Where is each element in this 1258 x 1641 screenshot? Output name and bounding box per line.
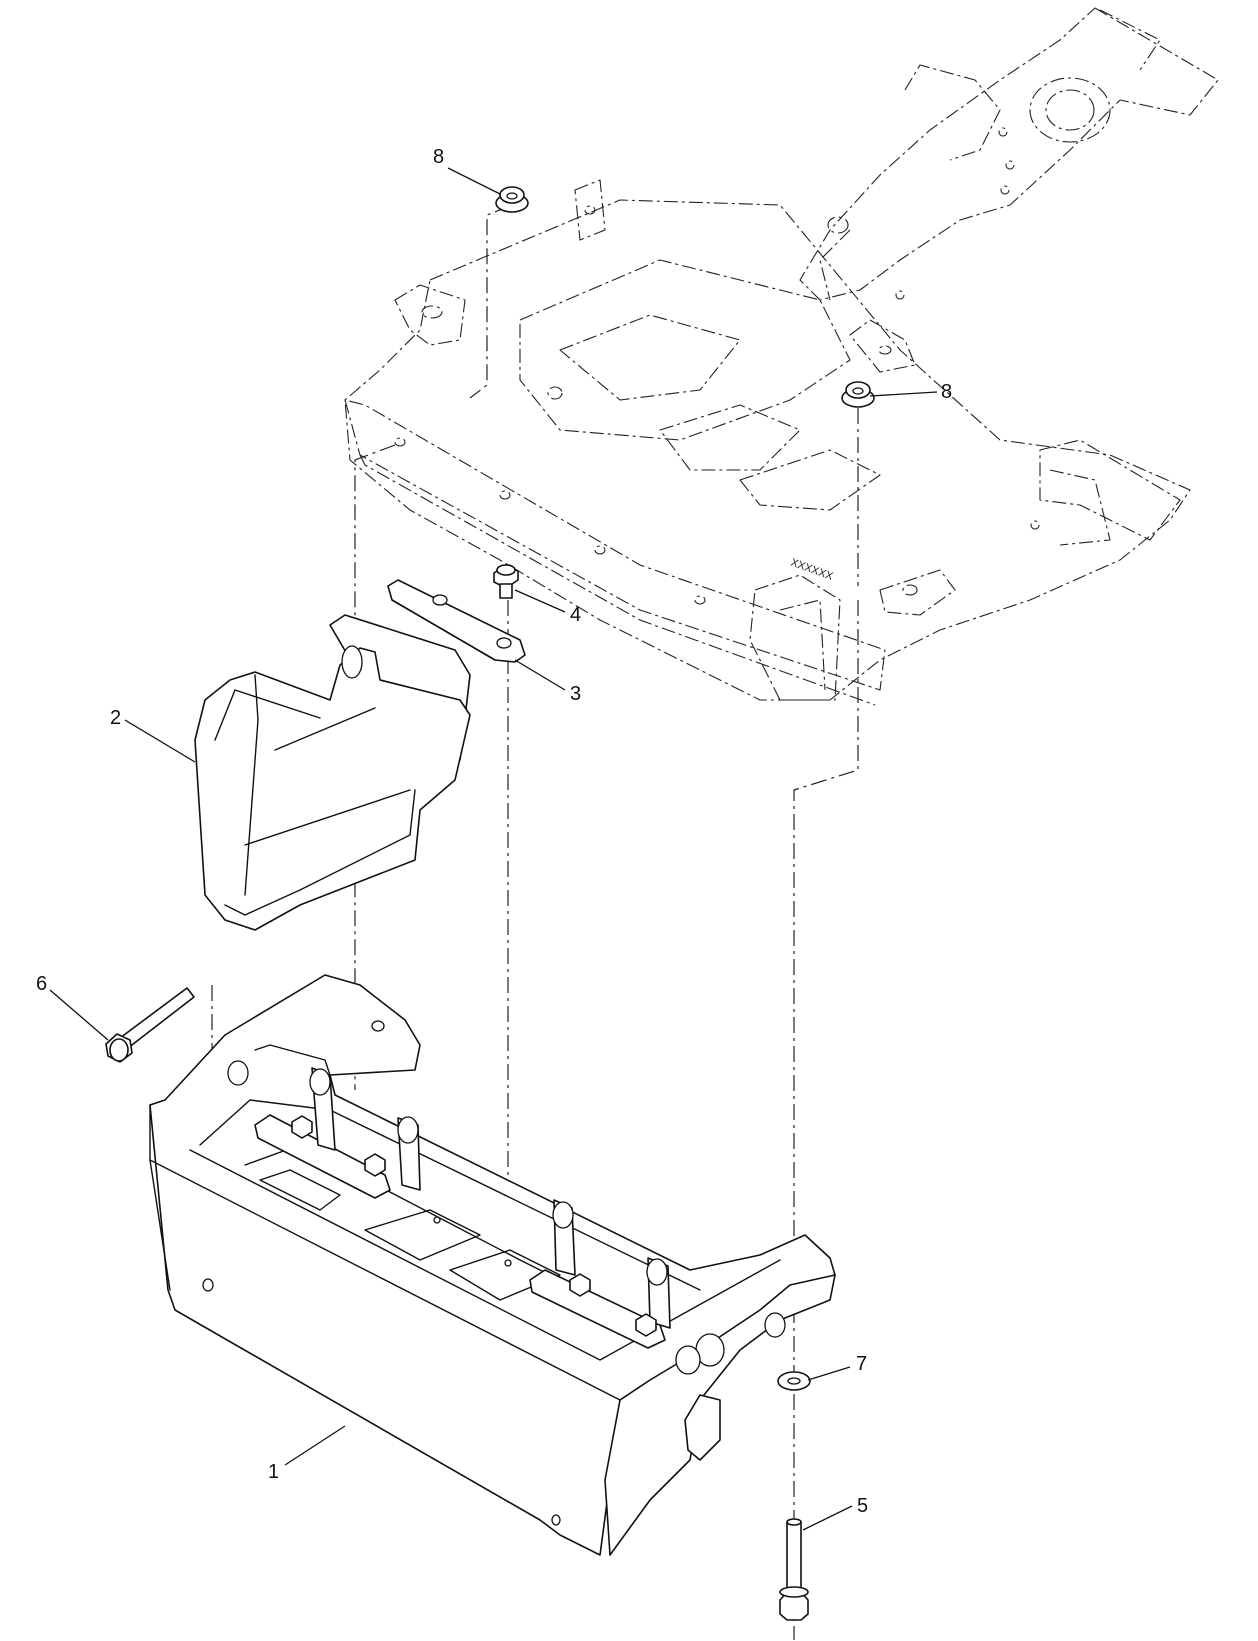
callout-3: 3 [570, 683, 581, 705]
long-hex-bolt [105, 987, 195, 1063]
callout-4: 4 [570, 604, 581, 626]
flange-nut-top [495, 186, 529, 213]
callout-6: 6 [36, 973, 47, 995]
callout-1: 1 [268, 1461, 279, 1483]
bottom-hex-bolt [779, 1518, 809, 1621]
washer [777, 1371, 811, 1391]
callout-8-top: 8 [433, 146, 444, 168]
suitcase-weight [194, 614, 471, 931]
weight-bracket [149, 974, 836, 1556]
callout-labels: 8 8 4 3 2 6 7 5 1 [36, 146, 952, 1517]
small-flange-bolt [493, 564, 519, 599]
callout-8-right: 8 [941, 381, 952, 403]
frame-marking: XXXXXX [789, 557, 835, 584]
callout-7: 7 [856, 1353, 867, 1375]
flange-nut-right [841, 381, 875, 408]
leader-lines [49, 167, 938, 1531]
callout-5: 5 [857, 1495, 868, 1517]
callout-2: 2 [110, 707, 121, 729]
weight-strap [387, 579, 526, 663]
machine-frame-phantom: XXXXXX [344, 7, 1219, 706]
